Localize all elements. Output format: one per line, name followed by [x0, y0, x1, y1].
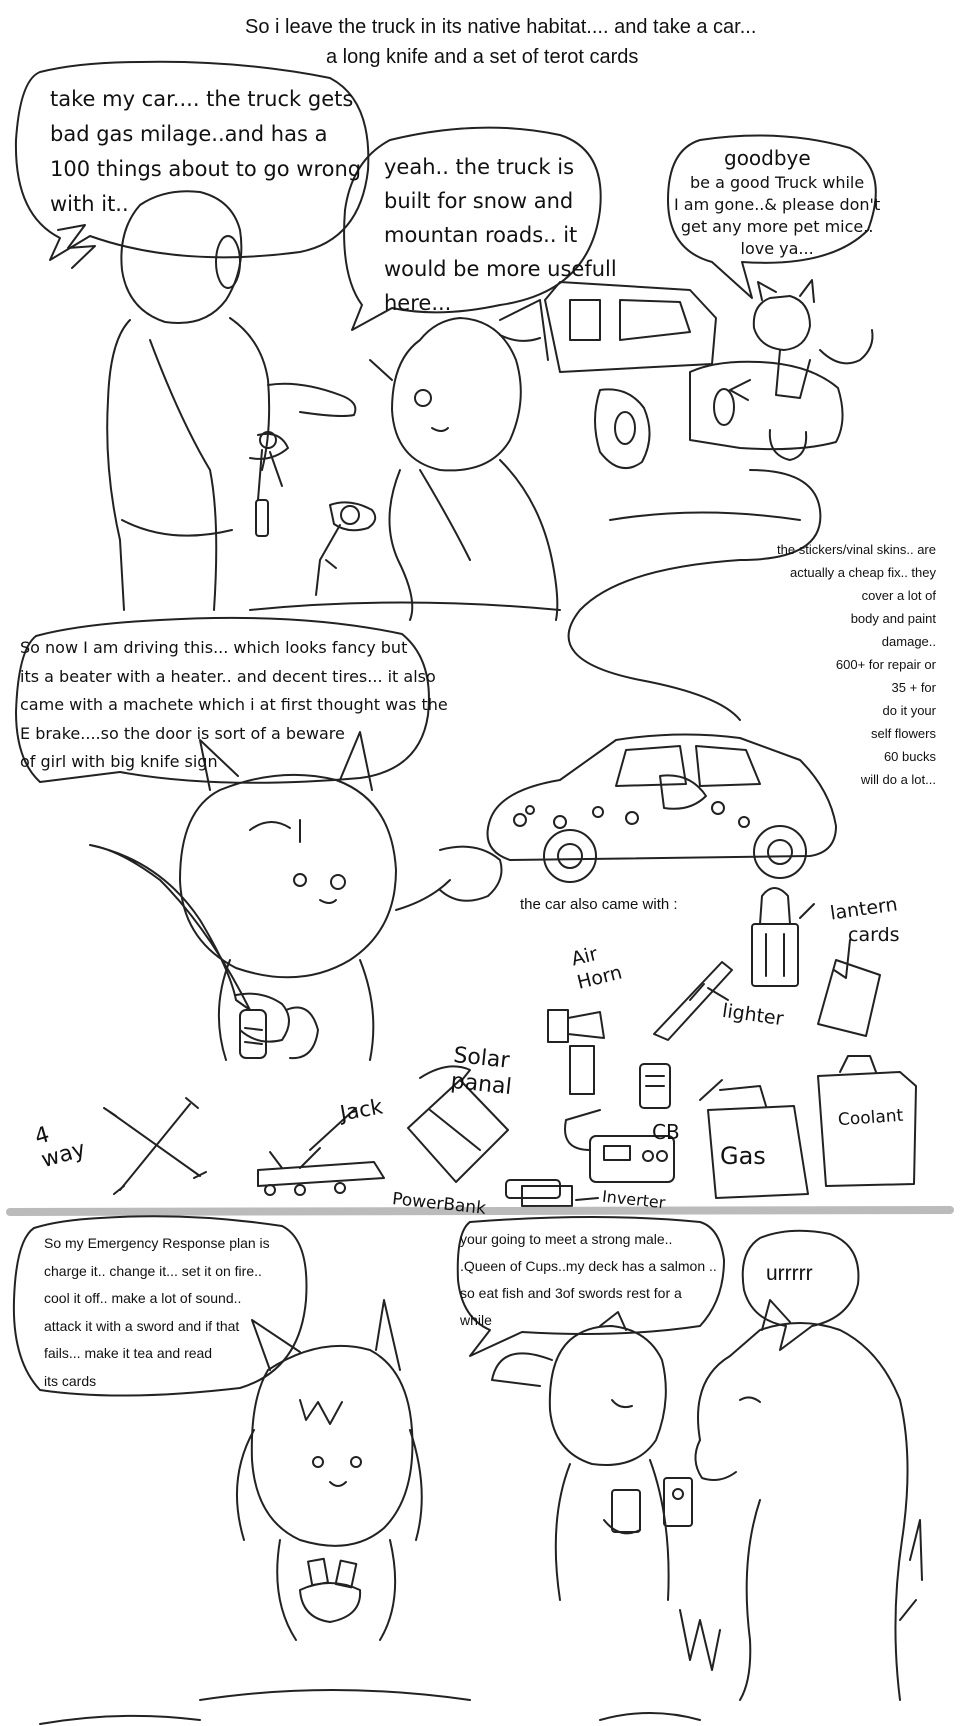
- bubble-text-goodbye-title: goodbye: [724, 146, 811, 170]
- bubble-text-driving: So now I am driving this... which looks …: [20, 638, 448, 771]
- caption-line-1: So i leave the truck in its native habit…: [245, 16, 757, 38]
- speech-bubble-reading: [456, 1216, 725, 1357]
- road-swirl: [567, 469, 822, 721]
- figure-girl-holding-tarot: [491, 1311, 693, 1601]
- sticker-note: the stickers/vinal skins.. are actually …: [777, 542, 936, 787]
- speech-bubble-goodbye: [667, 134, 877, 299]
- label-cards: cards: [848, 924, 900, 946]
- label-solar-panal: Solar panal: [449, 1042, 513, 1101]
- bubble-text-car: take my car.... the truck gets bad gas m…: [50, 87, 362, 216]
- caption-line-2: a long knife and a set of terot cards: [326, 46, 639, 68]
- speech-bubble-truck: [343, 126, 602, 331]
- bubble-text-growl: urrrrr: [766, 1262, 813, 1285]
- figure-girl-with-machete: [89, 731, 503, 1061]
- label-gas: Gas: [720, 1142, 766, 1170]
- bubble-text-truck: yeah.. the truck is built for snow and m…: [384, 155, 617, 315]
- figure-small-cat: [729, 279, 874, 401]
- figure-girl-reading-cards: [199, 1299, 471, 1701]
- speech-bubble-growl: [741, 1229, 860, 1351]
- figure-person-left: [57, 190, 357, 611]
- car-drawing: [486, 733, 837, 883]
- truck-drawing: [544, 281, 844, 470]
- bubble-text-plan: So my Emergency Response plan is charge …: [44, 1235, 270, 1389]
- label-cb: CB: [652, 1120, 680, 1144]
- panel-divider: [6, 1206, 954, 1216]
- figure-wolf: [679, 1299, 923, 1701]
- bubble-text-reading: your going to meet a strong male.. .Quee…: [460, 1231, 717, 1328]
- items-drawings: [103, 887, 917, 1207]
- speech-bubble-driving: [15, 616, 430, 784]
- items-caption: the car also came with :: [520, 896, 678, 913]
- bubble-text-goodbye-body: be a good Truck while I am gone..& pleas…: [674, 173, 881, 258]
- figure-cat-girl-center: [315, 299, 559, 621]
